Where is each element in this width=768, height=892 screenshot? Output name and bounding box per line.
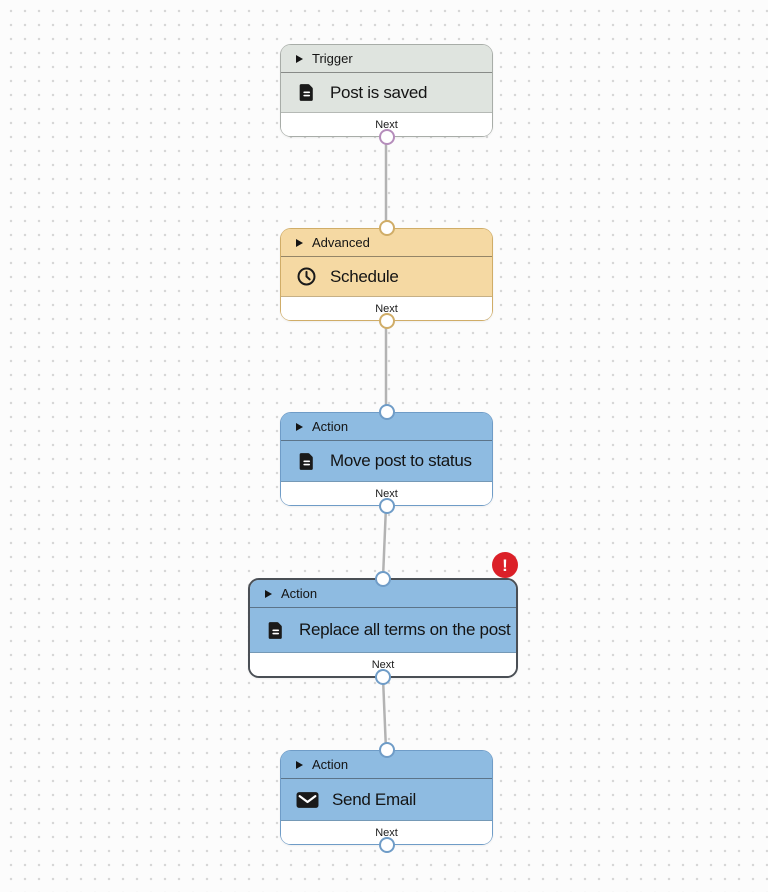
node-type-label: Action — [281, 586, 318, 601]
next-label: Next — [375, 487, 398, 500]
node-type-label: Action — [312, 419, 349, 434]
node-action-send-email[interactable]: Action Send Email Next — [280, 742, 493, 853]
document-icon — [296, 82, 317, 103]
node-body: Send Email — [281, 779, 492, 821]
next-bar: Next — [281, 821, 492, 844]
collapse-triangle-icon — [265, 589, 272, 598]
next-port[interactable] — [378, 498, 395, 514]
node-header[interactable]: Action — [281, 413, 492, 441]
node-header[interactable]: Trigger — [281, 45, 492, 73]
node-action-replace-all-terms[interactable]: ! Action Replace all terms on the post N… — [248, 552, 518, 685]
clock-icon — [296, 266, 317, 287]
next-label: Next — [375, 118, 398, 131]
node-type-label: Action — [312, 757, 349, 772]
next-label: Next — [371, 658, 395, 671]
node-body: Replace all terms on the post — [250, 608, 516, 653]
next-label: Next — [375, 302, 398, 315]
node-trigger-post-is-saved[interactable]: Trigger Post is saved Next — [280, 44, 493, 145]
node-title: Replace all terms on the post — [299, 620, 511, 639]
document-icon — [265, 620, 286, 641]
node-type-label: Advanced — [312, 235, 370, 250]
collapse-triangle-icon — [296, 54, 303, 63]
document-icon — [296, 451, 317, 472]
collapse-triangle-icon — [296, 238, 303, 247]
next-bar: Next — [281, 482, 492, 505]
next-port[interactable] — [378, 129, 395, 145]
input-port[interactable] — [375, 571, 391, 587]
node-body: Move post to status — [281, 441, 492, 482]
next-port[interactable] — [378, 313, 395, 329]
collapse-triangle-icon — [296, 760, 303, 769]
collapse-triangle-icon — [296, 422, 303, 431]
input-port[interactable] — [378, 220, 395, 236]
next-label: Next — [375, 826, 398, 839]
node-title: Send Email — [332, 789, 416, 809]
node-title: Move post to status — [330, 451, 472, 470]
node-title: Post is saved — [330, 82, 428, 102]
envelope-icon — [296, 791, 319, 809]
next-port[interactable] — [375, 669, 391, 685]
next-port[interactable] — [378, 837, 395, 853]
node-header[interactable]: Action — [281, 751, 492, 779]
next-bar: Next — [281, 113, 492, 136]
node-type-label: Trigger — [312, 51, 353, 66]
input-port[interactable] — [378, 742, 395, 758]
node-title: Schedule — [330, 266, 399, 286]
node-advanced-schedule[interactable]: Advanced Schedule Next — [280, 220, 493, 329]
next-bar: Next — [281, 297, 492, 320]
node-action-move-post-to-status[interactable]: Action Move post to status Next — [280, 404, 493, 514]
error-badge[interactable]: ! — [492, 552, 518, 578]
error-exclamation: ! — [502, 555, 508, 575]
node-body: Schedule — [281, 257, 492, 297]
input-port[interactable] — [378, 404, 395, 420]
next-bar: Next — [250, 653, 516, 676]
node-body: Post is saved — [281, 73, 492, 113]
